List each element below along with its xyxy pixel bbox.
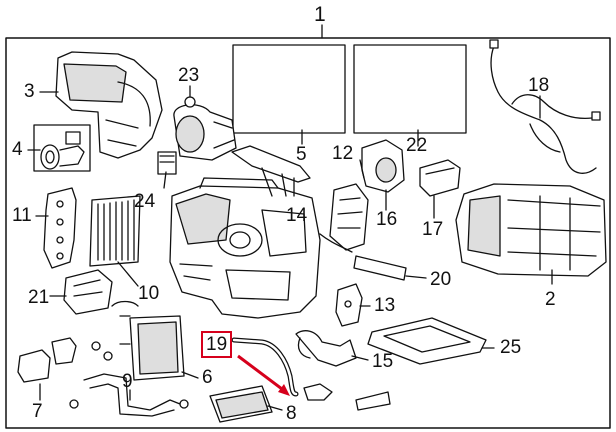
part-12-bracket: [319, 183, 369, 253]
ring-a: [91, 341, 101, 351]
part-15-pipe: [295, 330, 357, 367]
callout-6: 6: [202, 367, 213, 388]
ring-b: [103, 351, 113, 361]
highlight-arrow: [237, 354, 290, 396]
callout-25: 25: [500, 337, 522, 358]
callout-22: 22: [406, 135, 428, 156]
leader-lines: [27, 91, 553, 411]
callout-24: 24: [134, 191, 156, 212]
callout-20: 20: [430, 269, 452, 290]
diagram-frame: [5, 37, 611, 429]
callout-7: 7: [32, 401, 43, 422]
part-21-actuator: [63, 269, 113, 315]
callout-12: 12: [332, 143, 354, 164]
callout-16: 16: [376, 209, 398, 230]
part-24: [157, 151, 177, 175]
callout-3: 3: [24, 81, 35, 102]
part-9-pipes: [69, 373, 189, 417]
kit-box-22: [353, 44, 467, 134]
callout-2: 2: [545, 289, 556, 310]
part-19-pipe: [231, 337, 299, 397]
kit-box-5: [232, 44, 346, 134]
part-18-harness: [489, 39, 601, 174]
part-7: [17, 337, 77, 383]
part-20: [353, 255, 407, 281]
part-8-radiator: [209, 385, 273, 423]
callout-4: 4: [12, 139, 23, 160]
callout-14: 14: [286, 205, 308, 226]
callout-15: 15: [372, 351, 394, 372]
callout-10: 10: [138, 283, 160, 304]
callout-5: 5: [296, 144, 307, 165]
part-2-module: [455, 183, 607, 277]
callout-8: 8: [286, 403, 297, 424]
callout-21: 21: [28, 287, 50, 308]
callout-18: 18: [528, 75, 550, 96]
part-17-actuator: [419, 159, 461, 197]
part-23-blower: [173, 85, 237, 161]
callout-9: 9: [122, 371, 133, 392]
part-3-housing: [55, 51, 163, 159]
part-16-motor: [361, 139, 405, 193]
part-10-filter: [89, 195, 141, 267]
part-11-bracket: [43, 187, 77, 269]
callout-11: 11: [12, 205, 32, 226]
part-14-duct: [231, 145, 311, 197]
part-19-fitting: [303, 383, 333, 401]
part-6-heater-core: [111, 300, 185, 381]
part-13: [335, 283, 363, 327]
main-hvac-case: [169, 177, 321, 319]
callout-17: 17: [422, 219, 444, 240]
callout-23: 23: [178, 65, 200, 86]
clip-a: [355, 391, 391, 411]
part-25-plate: [367, 317, 487, 365]
callout-1: 1: [314, 3, 326, 26]
part-4-sensor: [40, 131, 85, 170]
callout-19-highlighted: 19: [200, 331, 233, 358]
callout-13: 13: [374, 295, 396, 316]
